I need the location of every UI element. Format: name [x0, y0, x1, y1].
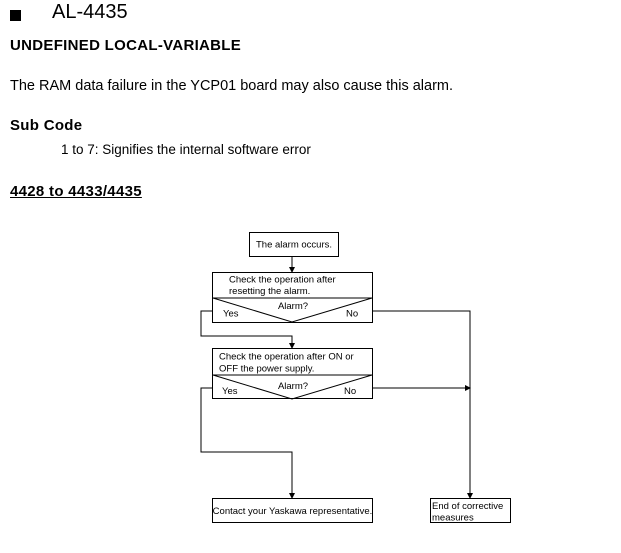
- step1-text-line1: Check the operation after: [229, 275, 336, 286]
- contact-text: Contact your Yaskawa representative.: [213, 506, 373, 517]
- alarm-description: The RAM data failure in the YCP01 board …: [10, 78, 454, 94]
- end-text-line1: End of corrective: [432, 501, 503, 512]
- decision1-diamond: [212, 297, 373, 323]
- step2-text-line1: Check the operation after ON or: [219, 352, 354, 363]
- decision2-no-label: No: [344, 386, 356, 397]
- start-box: [249, 232, 339, 257]
- decision1-yes-label: Yes: [223, 309, 239, 320]
- arrow-yes2-to-contact: [200, 387, 295, 499]
- decision1-no-label: No: [346, 309, 358, 320]
- step2-text-line2: OFF the power supply.: [219, 364, 314, 375]
- sub-code-text: 1 to 7: Signifies the internal software …: [61, 142, 311, 157]
- alarm-code: AL-4435: [52, 1, 128, 23]
- sub-code-heading: Sub Code: [10, 117, 83, 134]
- line-no1-to-end: [372, 310, 473, 499]
- start-text: The alarm occurs.: [256, 240, 332, 251]
- decision1-text: Alarm?: [278, 301, 308, 312]
- decision2-text: Alarm?: [278, 381, 308, 392]
- step1-text-line2: resetting the alarm.: [229, 286, 310, 297]
- square-bullet-icon: [10, 9, 21, 21]
- alarm-header: [10, 2, 21, 28]
- end-text-line2: measures: [432, 513, 474, 524]
- arrow-yes1-to-step2: [200, 310, 295, 349]
- alarm-range-heading: 4428 to 4433/4435: [10, 183, 142, 200]
- alarm-name: UNDEFINED LOCAL-VARIABLE: [10, 37, 242, 54]
- decision2-yes-label: Yes: [222, 386, 238, 397]
- decision2-diamond: [212, 374, 373, 400]
